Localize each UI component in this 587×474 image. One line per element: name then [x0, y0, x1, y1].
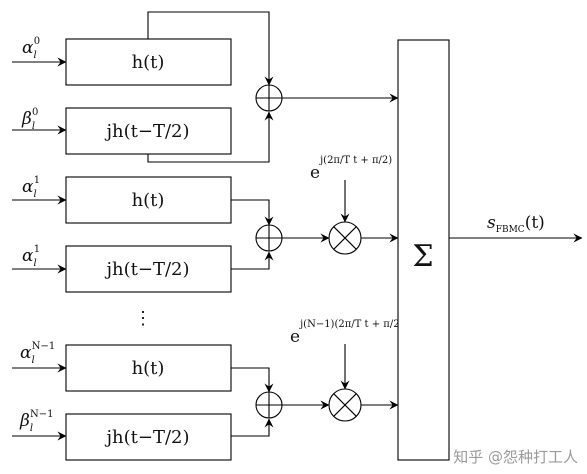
filter-label-1: h(t) — [132, 52, 165, 73]
exponential-label-2: ej(N−1)(2π/T t + π/2) — [290, 319, 404, 347]
input-label-alpha-0: αl0 — [22, 36, 40, 61]
summation-symbol: Σ — [412, 239, 433, 274]
filter-label-2: jh(t−T/2) — [104, 121, 189, 142]
adder-1 — [255, 84, 283, 112]
wire-g1-bottom — [231, 251, 274, 270]
input-label-beta-n-1: βlN−1 — [19, 409, 54, 434]
adder-2 — [255, 224, 283, 252]
wire-g1-top — [231, 199, 274, 226]
filter-label-5: h(t) — [132, 358, 165, 379]
input-label-alpha-1-a: αl1 — [22, 175, 40, 200]
summation-block — [397, 39, 450, 461]
output-label: sFBMC(t) — [487, 213, 545, 235]
wire-g0-top — [147, 11, 274, 86]
filter-label-6: jh(t−T/2) — [104, 427, 189, 448]
input-label-beta-0: βl0 — [21, 107, 38, 132]
multiplier-2 — [328, 388, 362, 422]
filter-box-5 — [65, 344, 232, 392]
vertical-ellipsis: ⋮ — [134, 308, 152, 329]
filter-box-4 — [65, 245, 232, 293]
filter-label-4: jh(t−T/2) — [104, 259, 189, 280]
filter-box-1 — [65, 38, 232, 86]
filter-box-2 — [65, 107, 232, 155]
input-label-alpha-1-b: αl1 — [22, 244, 40, 269]
watermark-text: 知乎 @怨种打工人 — [453, 448, 578, 466]
adder-3 — [255, 391, 283, 419]
filter-label-3: h(t) — [132, 190, 165, 211]
wire-gn-bottom — [231, 418, 274, 437]
input-label-alpha-n-1: αlN−1 — [20, 341, 55, 366]
multiplier-1 — [328, 221, 362, 255]
filter-box-6 — [65, 413, 232, 461]
exponential-label-1: ej(2π/T t + π/2) — [310, 155, 392, 183]
wire-gn-top — [231, 367, 274, 393]
wire-g0-bottom — [147, 111, 274, 163]
